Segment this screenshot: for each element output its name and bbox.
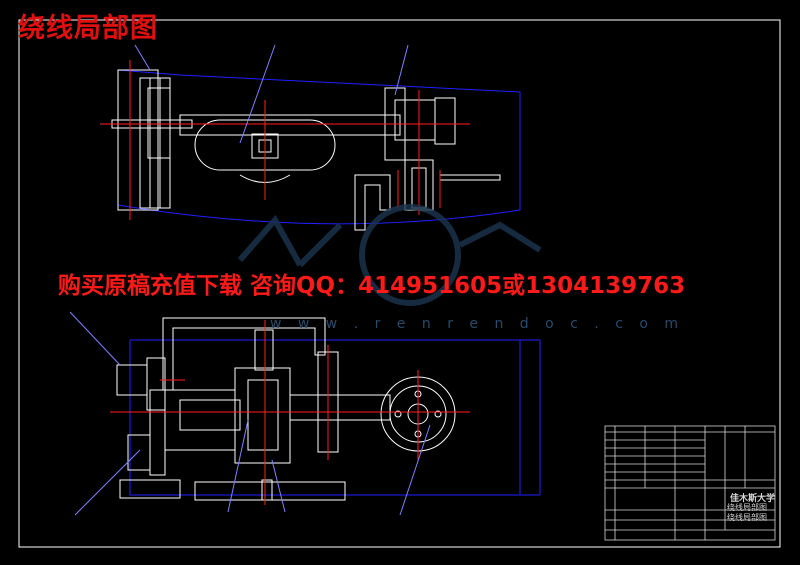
drawing-frame — [18, 19, 781, 548]
drawing-title: 绕线局部图 — [18, 13, 158, 44]
title-block-school: 佳木斯大学 — [730, 494, 776, 504]
front-view — [69, 311, 541, 516]
title-block — [604, 425, 776, 541]
watermark-logo — [237, 204, 542, 306]
title-block-drawing-subname: 绕线局部图 — [727, 513, 767, 522]
watermark-url: w w w . r e n r e n d o c . c o m — [270, 316, 684, 332]
top-view — [100, 44, 521, 231]
title-block-drawing-name: 绕线局部图 — [727, 503, 767, 512]
purchase-banner: 购买原稿充值下载 咨询QQ：414951605或1304139763 — [58, 273, 686, 299]
